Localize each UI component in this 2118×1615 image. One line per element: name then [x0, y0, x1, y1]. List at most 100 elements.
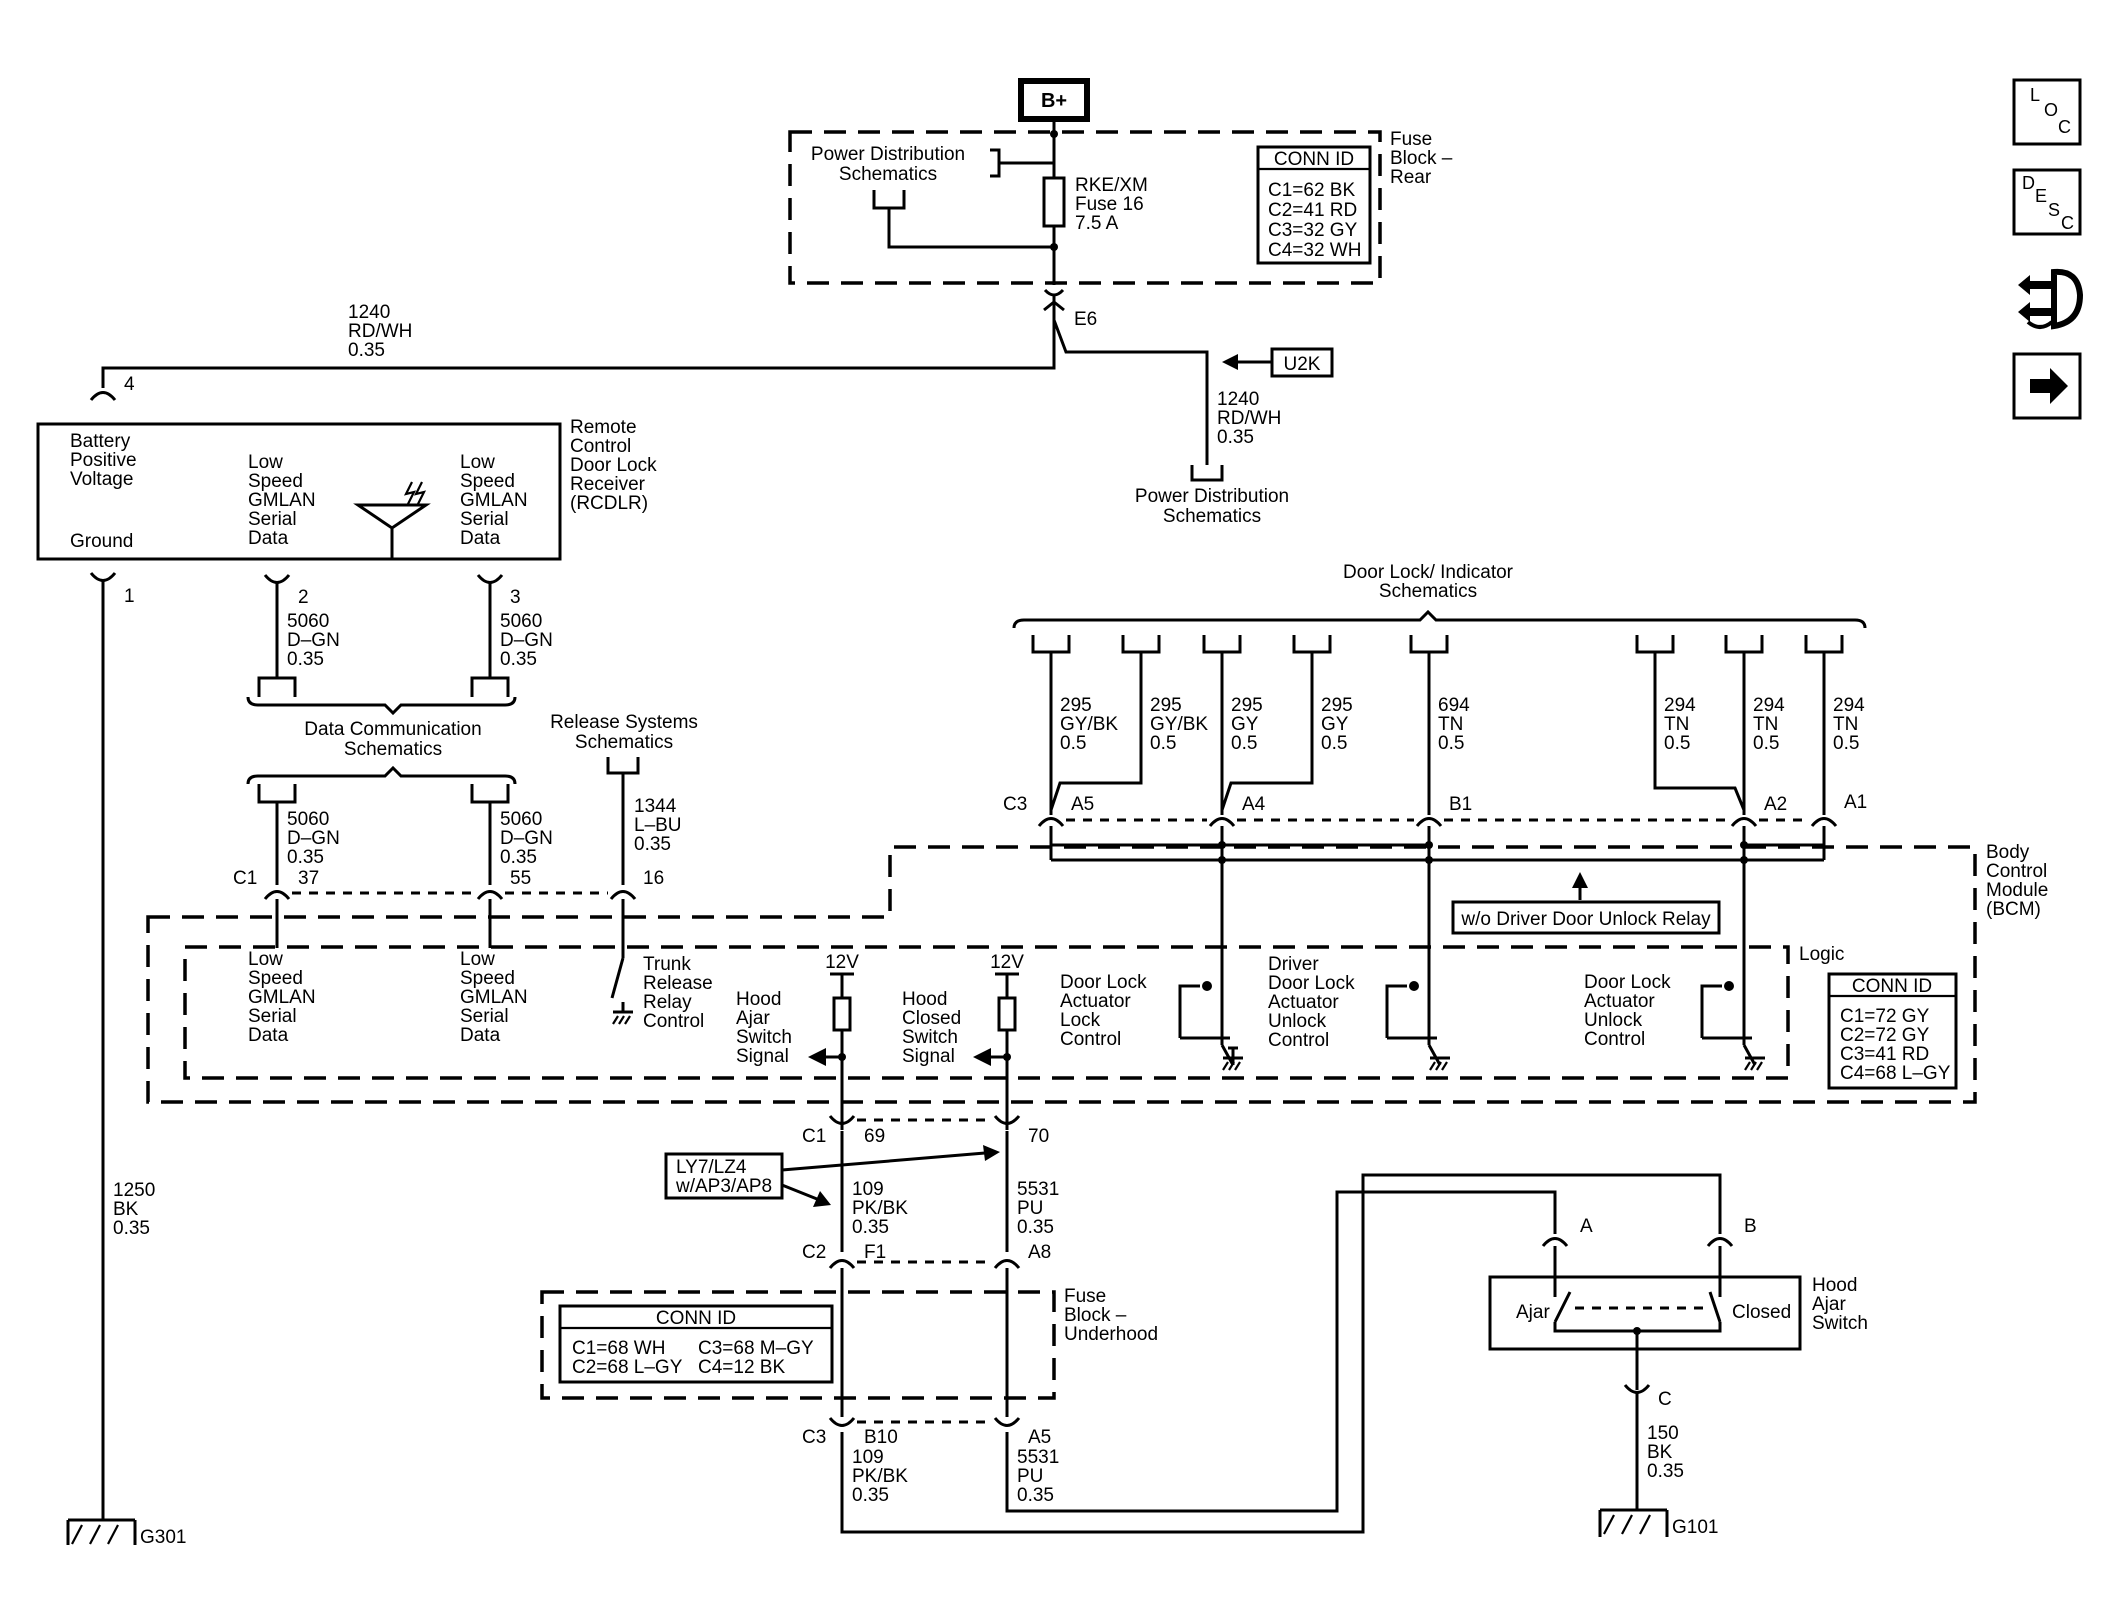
svg-text:3: 3	[510, 587, 521, 608]
next-page-icon[interactable]	[2012, 352, 2082, 420]
svg-text:G101: G101	[1672, 1517, 1718, 1538]
svg-text:Door Lock: Door Lock	[570, 455, 657, 476]
svg-text:Relay: Relay	[643, 992, 692, 1013]
hood-closed-signal: 12V Hood Closed Switch Signal	[902, 952, 1024, 1130]
svg-text:Release: Release	[643, 973, 713, 994]
fuse-block-c2-connector: C2 F1 A8	[802, 1242, 1051, 1269]
svg-text:Module: Module	[1986, 880, 2048, 901]
svg-text:A5: A5	[1071, 794, 1094, 815]
svg-text:C: C	[2058, 117, 2071, 137]
svg-text:L: L	[2030, 85, 2040, 105]
svg-text:C1: C1	[233, 868, 257, 889]
svg-text:16: 16	[643, 868, 664, 889]
svg-text:Lock: Lock	[1060, 1010, 1101, 1031]
svg-text:0.35: 0.35	[1217, 427, 1254, 448]
svg-text:Hood: Hood	[1812, 1275, 1857, 1296]
svg-text:C3=41 RD: C3=41 RD	[1840, 1044, 1929, 1065]
svg-text:Unlock: Unlock	[1584, 1010, 1643, 1031]
svg-text:Trunk: Trunk	[643, 954, 691, 975]
svg-text:C1=62 BK: C1=62 BK	[1268, 180, 1355, 201]
rcdlr-module: 4 Battery Positive Voltage Ground Low Sp…	[36, 374, 657, 561]
svg-text:Schematics: Schematics	[1163, 506, 1261, 527]
svg-text:Actuator: Actuator	[1584, 991, 1655, 1012]
svg-text:GMLAN: GMLAN	[460, 987, 528, 1008]
desc-icon[interactable]: D E S C	[2012, 168, 2082, 236]
svg-text:Serial: Serial	[460, 509, 509, 530]
svg-text:D–GN: D–GN	[287, 630, 340, 651]
loc-icon[interactable]: L O C	[2012, 78, 2082, 146]
svg-text:Hood: Hood	[902, 989, 947, 1010]
option-note: w/o Driver Door Unlock Relay	[1460, 909, 1711, 930]
svg-text:Door Lock/ Indicator: Door Lock/ Indicator	[1343, 562, 1514, 583]
svg-text:0.35: 0.35	[634, 834, 671, 855]
svg-text:Power Distribution: Power Distribution	[1135, 486, 1289, 507]
svg-text:PU: PU	[1017, 1466, 1043, 1487]
svg-text:C3=68 M–GY: C3=68 M–GY	[698, 1338, 814, 1359]
svg-text:294: 294	[1664, 695, 1696, 716]
svg-text:295: 295	[1321, 695, 1353, 716]
svg-text:E6: E6	[1074, 309, 1097, 330]
svg-text:150: 150	[1647, 1423, 1679, 1444]
svg-text:Switch: Switch	[736, 1027, 792, 1048]
bcm-gmlan-2: Low Speed GMLAN Serial Data	[460, 949, 528, 1046]
svg-text:GY: GY	[1231, 714, 1259, 735]
svg-text:295: 295	[1231, 695, 1263, 716]
svg-text:0.35: 0.35	[348, 340, 385, 361]
svg-text:A8: A8	[1028, 1242, 1051, 1263]
svg-text:Switch: Switch	[1812, 1313, 1868, 1334]
svg-text:0.35: 0.35	[852, 1485, 889, 1506]
svg-text:0.5: 0.5	[1060, 733, 1086, 754]
svg-text:Data: Data	[248, 528, 289, 549]
svg-text:C: C	[1658, 1389, 1672, 1410]
svg-text:1344: 1344	[634, 796, 677, 817]
svg-text:0.35: 0.35	[1017, 1485, 1054, 1506]
svg-text:U2K: U2K	[1284, 354, 1321, 375]
svg-text:Control: Control	[643, 1011, 704, 1032]
svg-text:Fuse: Fuse	[1390, 129, 1432, 150]
svg-text:Positive: Positive	[70, 450, 137, 471]
wire-5531-to-switch-a	[1005, 1190, 1557, 1513]
svg-text:1240: 1240	[348, 302, 390, 323]
svg-text:F1: F1	[864, 1242, 886, 1263]
svg-text:B: B	[1744, 1216, 1757, 1237]
svg-text:Control: Control	[1060, 1029, 1121, 1050]
svg-text:PU: PU	[1017, 1198, 1043, 1219]
svg-text:0.35: 0.35	[1017, 1217, 1054, 1238]
svg-text:GMLAN: GMLAN	[460, 490, 528, 511]
svg-text:109: 109	[852, 1447, 884, 1468]
svg-text:Actuator: Actuator	[1060, 991, 1131, 1012]
antenna-icon	[353, 481, 431, 559]
svg-text:LY7/LZ4: LY7/LZ4	[676, 1157, 747, 1178]
connector-pinout-icon[interactable]	[2018, 268, 2084, 330]
svg-text:12V: 12V	[990, 952, 1024, 973]
svg-text:CONN ID: CONN ID	[656, 1308, 736, 1329]
svg-text:CONN ID: CONN ID	[1274, 149, 1354, 170]
svg-text:Signal: Signal	[736, 1046, 789, 1067]
svg-text:A2: A2	[1764, 794, 1787, 815]
data-comm-brace-top	[246, 696, 517, 716]
svg-text:Voltage: Voltage	[70, 469, 133, 490]
svg-text:Signal: Signal	[902, 1046, 955, 1067]
hood-ajar-switch: A B Ajar Closed Hood Ajar Switch C	[1488, 1216, 1868, 1410]
svg-text:0.5: 0.5	[1150, 733, 1176, 754]
svg-text:GY/BK: GY/BK	[1060, 714, 1118, 735]
svg-text:TN: TN	[1833, 714, 1858, 735]
svg-text:D–GN: D–GN	[500, 828, 553, 849]
svg-text:Remote: Remote	[570, 417, 637, 438]
bcm-gmlan-1: Low Speed GMLAN Serial Data	[248, 949, 316, 1046]
svg-text:Door Lock: Door Lock	[1060, 972, 1147, 993]
hood-ajar-signal: 12V Hood Ajar Switch Signal	[736, 952, 859, 1130]
svg-text:Low: Low	[460, 949, 495, 970]
svg-text:70: 70	[1028, 1126, 1049, 1147]
svg-text:C3=32 GY: C3=32 GY	[1268, 220, 1358, 241]
svg-text:Ajar: Ajar	[1812, 1294, 1846, 1315]
svg-text:D–GN: D–GN	[287, 828, 340, 849]
svg-text:GMLAN: GMLAN	[248, 490, 316, 511]
svg-text:1: 1	[124, 586, 135, 607]
svg-text:Speed: Speed	[460, 471, 515, 492]
svg-text:A1: A1	[1844, 792, 1867, 813]
svg-text:Data: Data	[248, 1025, 289, 1046]
svg-text:4: 4	[124, 374, 135, 395]
wire-1240-left	[101, 305, 1056, 388]
svg-text:GY/BK: GY/BK	[1150, 714, 1208, 735]
